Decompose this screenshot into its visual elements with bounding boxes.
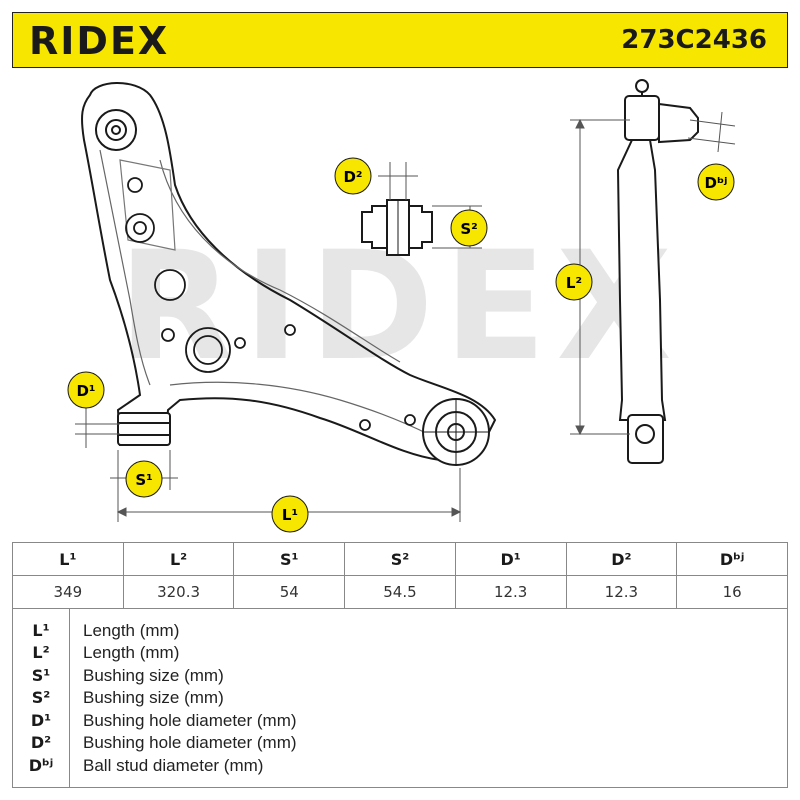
spec-value: 12.3 <box>565 575 678 609</box>
legend-symbol: L¹ <box>32 621 50 640</box>
legend-symbol: L² <box>32 643 50 662</box>
spec-header-row: L¹ L² S¹ S² D¹ D² Dᵇʲ <box>12 542 788 576</box>
legend-item: S² Bushing size (mm) <box>13 688 789 710</box>
dimension-d2 <box>378 162 418 200</box>
secondary-holes <box>125 177 416 431</box>
badge-l2: L² <box>555 263 593 301</box>
legend-description: Bushing hole diameter (mm) <box>83 711 297 730</box>
brand-logo: RIDEX <box>29 19 170 63</box>
badge-s2: S² <box>450 209 488 247</box>
svg-text:Dᵇʲ: Dᵇʲ <box>705 174 728 192</box>
bushing-detail <box>361 199 433 256</box>
legend-description: Bushing size (mm) <box>83 666 224 685</box>
legend-description: Bushing size (mm) <box>83 688 224 707</box>
spec-header: L¹ <box>12 542 124 576</box>
front-bushing <box>117 412 171 446</box>
badge-d1: D¹ <box>67 371 105 409</box>
legend-symbol: D¹ <box>30 711 52 730</box>
side-view-ball-joint <box>624 79 699 144</box>
badge-d2: D² <box>334 157 372 195</box>
spec-value: 16 <box>676 575 788 609</box>
legend-divider <box>69 609 70 787</box>
legend-box: L¹ Length (mm) L² Length (mm) S¹ Bushing… <box>12 608 788 788</box>
spec-value-row: 349 320.3 54 54.5 12.3 12.3 16 <box>12 575 788 609</box>
spec-header: L² <box>122 542 235 576</box>
legend-item: L² Length (mm) <box>13 643 789 665</box>
legend-description: Length (mm) <box>83 643 180 662</box>
legend-symbol: S² <box>31 688 51 707</box>
badge-s1: S¹ <box>125 460 163 498</box>
svg-text:D²: D² <box>343 168 362 186</box>
badge-l1: L¹ <box>271 495 309 533</box>
legend-symbol: S¹ <box>31 666 51 685</box>
svg-text:L¹: L¹ <box>282 506 298 524</box>
svg-text:D¹: D¹ <box>76 382 95 400</box>
legend-item: Dᵇʲ Ball stud diameter (mm) <box>13 756 789 778</box>
dimension-dbj <box>687 111 736 153</box>
legend-item: D¹ Bushing hole diameter (mm) <box>13 711 789 733</box>
legend-symbol: D² <box>30 733 52 752</box>
legend-description: Ball stud diameter (mm) <box>83 756 264 775</box>
header-bar: RIDEX 273C2436 <box>12 12 788 68</box>
spec-value: 349 <box>12 575 124 609</box>
legend-description: Length (mm) <box>83 621 180 640</box>
spec-value: 12.3 <box>454 575 567 609</box>
spec-header: Dᵇʲ <box>676 542 788 576</box>
side-view-arm <box>616 139 667 464</box>
spec-value: 54 <box>233 575 346 609</box>
legend-symbol: Dᵇʲ <box>28 756 54 775</box>
legend-item: L¹ Length (mm) <box>13 621 789 643</box>
technical-drawing: RIDEX <box>67 79 736 533</box>
legend-description: Bushing hole diameter (mm) <box>83 733 297 752</box>
spec-value: 54.5 <box>344 575 456 609</box>
dimension-d1 <box>75 405 120 448</box>
legend-item: D² Bushing hole diameter (mm) <box>13 733 789 755</box>
badge-dbj: Dᵇʲ <box>697 163 735 201</box>
spec-header: D¹ <box>454 542 567 576</box>
spec-header: S¹ <box>233 542 346 576</box>
svg-text:S²: S² <box>460 220 477 238</box>
spec-table: L¹ L² S¹ S² D¹ D² Dᵇʲ 349 320.3 54 54.5 … <box>12 542 788 609</box>
part-number: 273C2436 <box>621 25 767 55</box>
ball-joint-housing <box>422 398 490 466</box>
svg-text:S¹: S¹ <box>135 471 152 489</box>
spec-header: S² <box>344 542 456 576</box>
spec-header: D² <box>565 542 678 576</box>
svg-text:L²: L² <box>566 274 582 292</box>
spec-value: 320.3 <box>122 575 235 609</box>
rear-mount-eye <box>95 109 137 151</box>
legend-item: S¹ Bushing size (mm) <box>13 666 789 688</box>
